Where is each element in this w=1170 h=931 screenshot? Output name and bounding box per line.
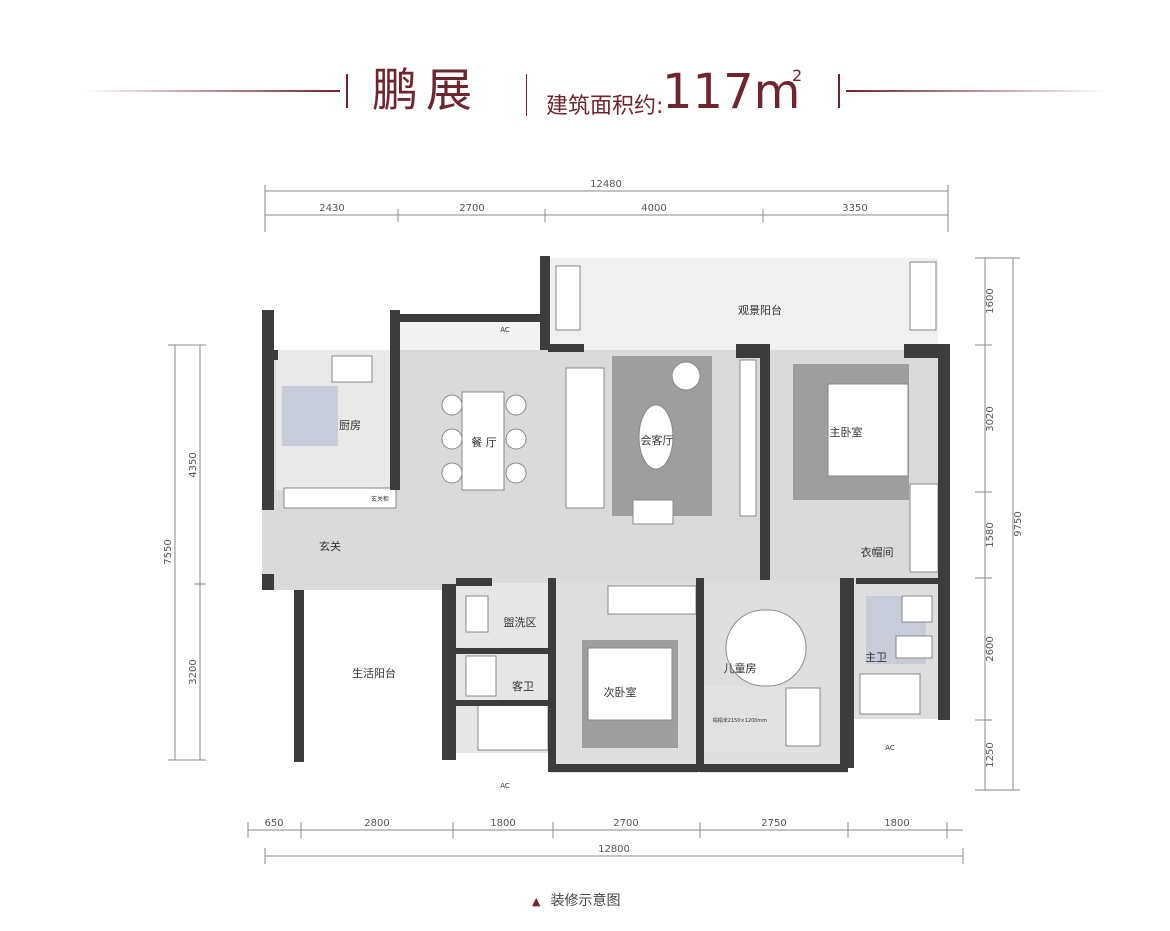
dimension-labels: 12480 2430 2700 4000 3350 650 2800 1800 …: [163, 179, 1024, 855]
label-life-balcony: 生活阳台: [352, 666, 396, 680]
footer-note: ▲ 装修示意图: [532, 890, 620, 910]
title-rule-left: [82, 90, 340, 92]
label-dining: 餐 厅: [471, 435, 497, 449]
dim-left-1: 4350: [188, 452, 199, 477]
label-wash-area: 盥洗区: [504, 616, 537, 629]
dim-bottom-4: 2700: [613, 818, 638, 829]
area-value: 117m: [662, 64, 801, 120]
dim-right-2: 3020: [985, 406, 996, 431]
dim-right-4: 2600: [985, 636, 996, 661]
dim-top-1: 2430: [319, 203, 344, 214]
dim-bottom-6: 1800: [884, 818, 909, 829]
walls: [262, 256, 950, 772]
dim-right-1: 1600: [985, 288, 996, 313]
label-children-room: 儿童房: [724, 661, 757, 675]
label-bed-note: 榻榻米2150×1200mm: [713, 717, 768, 724]
dim-top-4: 3350: [842, 203, 867, 214]
dim-right-outer: 9750: [1013, 511, 1024, 536]
dim-top-3: 4000: [641, 203, 666, 214]
triangle-icon: ▲: [532, 895, 541, 908]
furniture: [283, 261, 939, 751]
label-second-bedroom: 次卧室: [604, 685, 637, 699]
dim-top-total: 12480: [590, 179, 622, 190]
label-master-bedroom: 主卧室: [830, 425, 863, 439]
label-ac-1: AC: [500, 326, 510, 334]
dim-right-3: 1580: [985, 522, 996, 547]
label-entrance: 玄关: [319, 539, 341, 553]
dim-left-outer: 7550: [163, 539, 174, 564]
title-rule-right: [846, 90, 1106, 92]
label-living: 会客厅: [641, 433, 674, 447]
dim-top-2: 2700: [459, 203, 484, 214]
dim-right-5: 1250: [985, 742, 996, 767]
label-master-bath: 主卫: [865, 651, 887, 664]
label-cloakroom: 衣帽间: [861, 545, 894, 559]
area-label: 建筑面积约:: [546, 94, 664, 119]
title-rule-tick-left: [346, 74, 348, 108]
label-balcony-view: 观景阳台: [738, 303, 782, 317]
dim-bottom-5: 2750: [761, 818, 786, 829]
label-kitchen: 厨房: [339, 419, 361, 432]
footer-text: 装修示意图: [550, 893, 621, 909]
unit-name: 鹏展: [372, 63, 480, 117]
dim-bottom-1: 650: [264, 818, 283, 829]
dim-bottom-3: 1800: [490, 818, 515, 829]
dim-bottom-2: 2800: [364, 818, 389, 829]
title-separator: [526, 74, 527, 116]
label-ac-2: AC: [500, 782, 510, 790]
title-rule-tick-right: [838, 74, 840, 108]
room-labels: 厨房 餐 厅 会客厅 观景阳台 主卧室 玄关 衣帽间 盥洗区 生活阳台 客卫 次…: [319, 303, 895, 790]
dim-bottom-total: 12800: [598, 844, 630, 855]
area-superscript: 2: [792, 66, 803, 85]
label-ac-3: AC: [885, 744, 895, 752]
dimension-lines: [168, 185, 1020, 864]
label-shoe-cabinet: 玄关柜: [371, 495, 389, 503]
label-guest-bath: 客卫: [512, 679, 534, 693]
dim-left-2: 3200: [188, 659, 199, 684]
